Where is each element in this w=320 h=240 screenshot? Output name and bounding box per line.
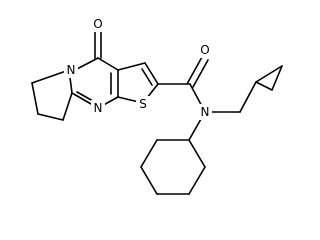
nitrogen-atom-label: N: [201, 105, 210, 119]
bond: [255, 81, 273, 91]
atom-labels: O N N S O N: [64, 16, 212, 120]
bond: [31, 69, 70, 84]
bond: [255, 65, 283, 83]
bond: [117, 62, 146, 71]
bond: [188, 166, 206, 195]
oxygen-atom-label: O: [93, 17, 102, 31]
bonds: [31, 29, 283, 195]
bond: [188, 139, 206, 168]
bond: [74, 57, 99, 71]
structure-canvas: O N N S O N: [31, 16, 283, 195]
molecule-diagram: O N N S O N: [31, 16, 283, 195]
sulfur-atom-label: S: [139, 97, 147, 111]
bond: [76, 91, 94, 102]
bond: [186, 56, 203, 85]
bond: [144, 62, 159, 85]
nitrogen-atom-label: N: [67, 63, 76, 77]
bond: [271, 65, 283, 91]
bond: [140, 166, 158, 195]
bond: [140, 139, 158, 168]
bond: [62, 92, 73, 121]
bond: [97, 57, 119, 71]
bond: [239, 81, 257, 113]
bond: [141, 68, 153, 86]
bond: [37, 113, 64, 121]
bond: [31, 82, 39, 115]
oxygen-atom-label: O: [200, 43, 209, 57]
bond: [192, 59, 209, 88]
nitrogen-atom-label: N: [94, 101, 103, 115]
